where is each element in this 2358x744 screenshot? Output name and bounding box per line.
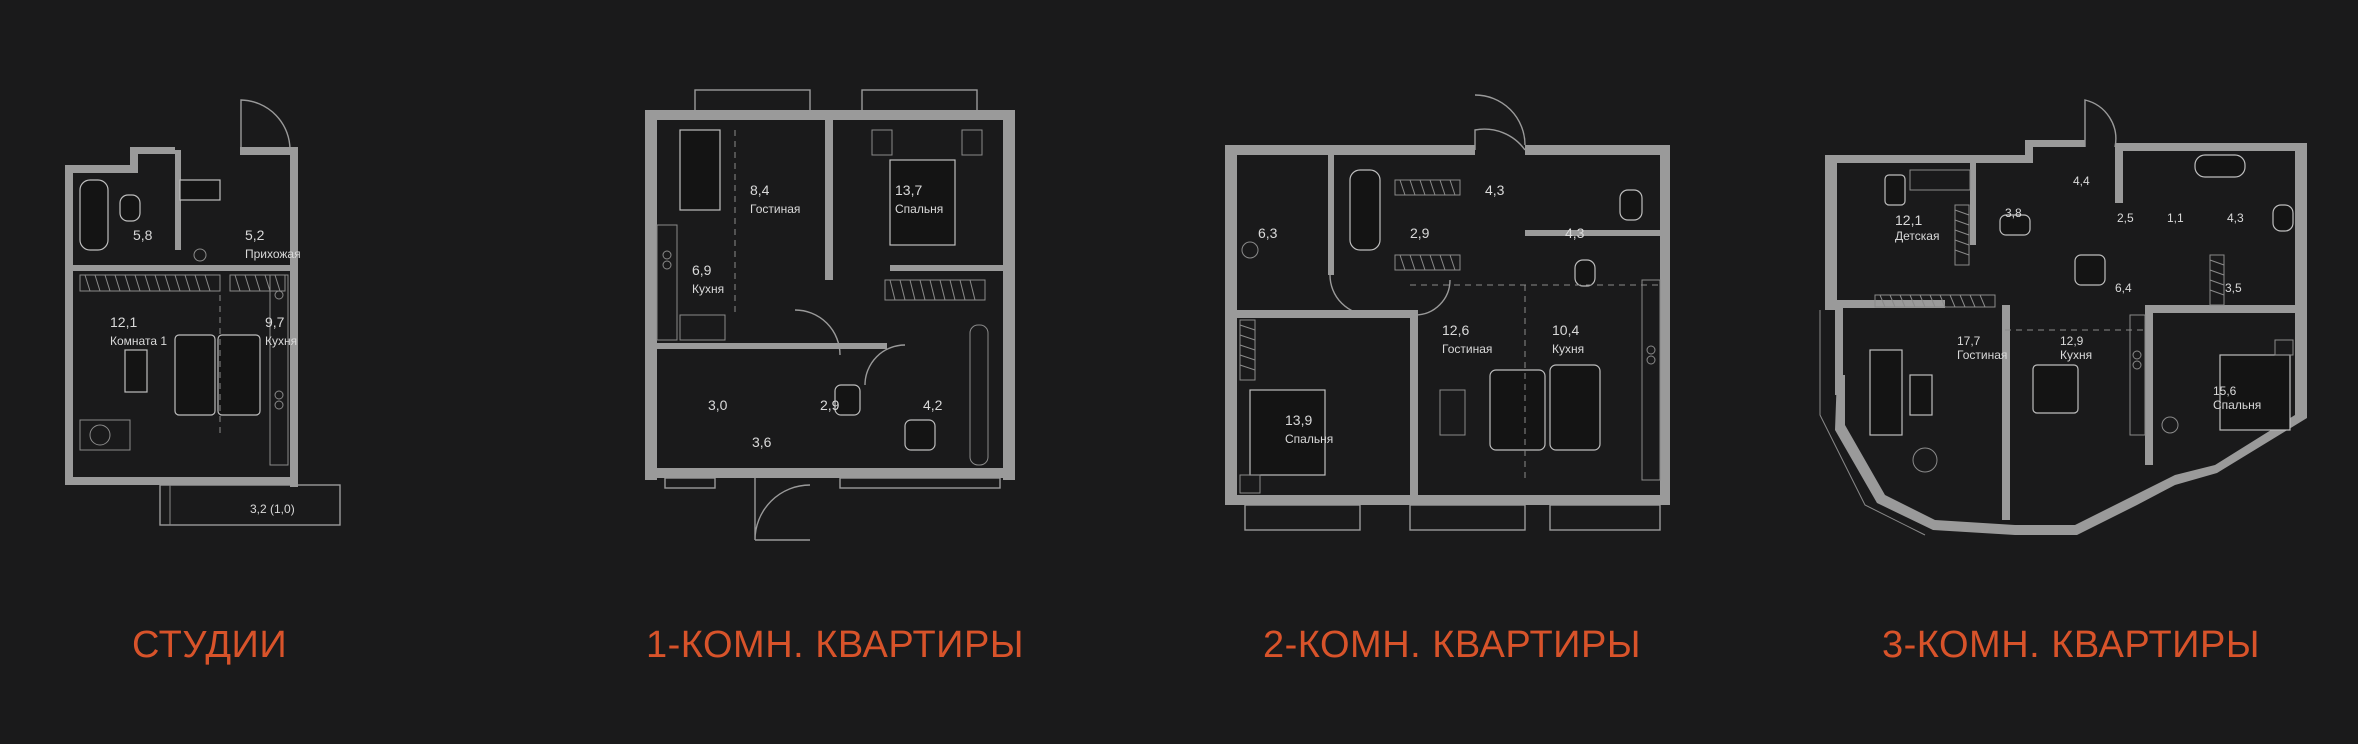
three-room-living-name: Гостиная [1957, 348, 2007, 362]
two-room-wc-area: 2,9 [1410, 225, 1430, 241]
one-room-kitchen-area: 6,9 [692, 262, 712, 278]
two-room-floorplan[interactable]: 6,3 2,9 4,3 4,3 12,6 Гостиная 10,4 Кухня… [1220, 90, 1670, 540]
two-room-bedroom-name: Спальня [1285, 432, 1333, 446]
two-room-bath-a-area: 6,3 [1258, 225, 1278, 241]
one-room-floorplan-drawing: 8,4 Гостиная 13,7 Спальня 6,9 Кухня 3,0 … [645, 89, 1015, 541]
three-room-bedroom-name: Спальня [2213, 398, 2261, 412]
category-studios[interactable]: СТУДИИ [132, 624, 288, 666]
three-room-floorplan[interactable]: 12,1 Детская 3,8 4,4 2,5 1,1 4,3 6,4 3,5… [1815, 95, 2315, 536]
one-room-hall-area: 3,0 [708, 397, 728, 413]
two-room-living-area: 12,6 [1442, 322, 1469, 338]
studio-room-area: 12,1 [110, 314, 137, 330]
one-room-wc-area: 2,9 [820, 397, 840, 413]
one-room-floorplan[interactable]: 8,4 Гостиная 13,7 Спальня 6,9 Кухня 3,0 … [640, 85, 1020, 555]
two-room-bedroom-area: 13,9 [1285, 412, 1312, 428]
studio-balcony-area: 3,2 (1,0) [250, 502, 295, 516]
one-room-bath-area: 4,2 [923, 397, 943, 413]
three-room-bedroom-area: 15,6 [2213, 384, 2237, 398]
three-room-kids-name: Детская [1895, 229, 1939, 243]
two-room-bath-b-area: 4,3 [1565, 225, 1585, 241]
three-room-living-area: 17,7 [1957, 334, 1981, 348]
one-room-bedroom-name: Спальня [895, 202, 943, 216]
two-room-kitchen-name: Кухня [1552, 342, 1584, 356]
one-room-living-area: 8,4 [750, 182, 770, 198]
studio-bath-area: 5,8 [133, 227, 153, 243]
three-room-bath-b-area: 4,3 [2227, 211, 2244, 225]
two-room-floorplan-drawing: 6,3 2,9 4,3 4,3 12,6 Гостиная 10,4 Кухня… [1225, 94, 1670, 531]
studio-kitchen-name: Кухня [265, 334, 297, 348]
three-room-wc-area: 1,1 [2167, 211, 2184, 225]
category-one-room[interactable]: 1-КОМН. КВАРТИРЫ [646, 624, 1024, 666]
three-room-kids-area: 12,1 [1895, 212, 1922, 228]
one-room-bedroom-area: 13,7 [895, 182, 922, 198]
studio-floorplan[interactable]: 5,8 5,2 Прихожая 12,1 Комната 1 9,7 Кухн… [60, 95, 360, 535]
studio-floorplan-drawing: 5,8 5,2 Прихожая 12,1 Комната 1 9,7 Кухн… [65, 99, 341, 526]
one-room-kitchen-name: Кухня [692, 282, 724, 296]
three-room-hall-a-area: 4,4 [2073, 174, 2090, 188]
two-room-living-name: Гостиная [1442, 342, 1492, 356]
three-room-kitchen-name: Кухня [2060, 348, 2092, 362]
three-room-storage-area: 3,5 [2225, 281, 2242, 295]
three-room-kitchen-area: 12,9 [2060, 334, 2084, 348]
three-room-floorplan-drawing: 12,1 Детская 3,8 4,4 2,5 1,1 4,3 6,4 3,5… [1819, 99, 2307, 536]
studio-hall-area: 5,2 [245, 227, 265, 243]
studio-kitchen-area: 9,7 [265, 314, 285, 330]
two-room-hall-area: 4,3 [1485, 182, 1505, 198]
studio-room-name: Комната 1 [110, 334, 167, 348]
category-two-room[interactable]: 2-КОМН. КВАРТИРЫ [1263, 624, 1641, 666]
category-three-room[interactable]: 3-КОМН. КВАРТИРЫ [1882, 624, 2260, 666]
studio-hall-name: Прихожая [245, 247, 301, 261]
three-room-bath-a-area: 3,8 [2005, 206, 2022, 220]
one-room-entry-area: 3,6 [752, 434, 772, 450]
two-room-kitchen-area: 10,4 [1552, 322, 1579, 338]
three-room-corridor-area: 6,4 [2115, 281, 2132, 295]
one-room-living-name: Гостиная [750, 202, 800, 216]
three-room-hall-b-area: 2,5 [2117, 211, 2134, 225]
